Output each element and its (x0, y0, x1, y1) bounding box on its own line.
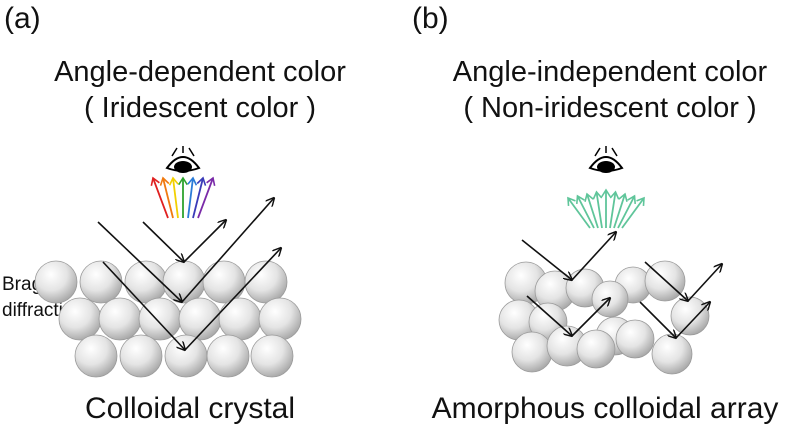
panel-a-subtitle: ( Iridescent color ) (83, 92, 317, 124)
sphere (250, 334, 294, 378)
color-arrow (613, 192, 628, 229)
color-arrow (609, 190, 620, 229)
sphere (98, 297, 142, 341)
non-iridescent-arrow-fan (567, 188, 645, 229)
sphere (244, 260, 288, 304)
colloidal-crystal-spheres (34, 260, 302, 378)
sphere (670, 296, 710, 336)
sphere (34, 260, 78, 304)
panel-b-subtitle: ( Non-iridescent color ) (463, 92, 757, 124)
panel-b-title: Angle-independent color (452, 56, 768, 88)
eye-icon (588, 146, 624, 173)
sphere (58, 297, 102, 341)
sphere (206, 334, 250, 378)
panel-b-caption: Amorphous colloidal array (431, 392, 779, 425)
panel-a-title: Angle-dependent color (54, 56, 346, 88)
sphere (651, 333, 693, 375)
sphere (576, 329, 616, 369)
bragg-arrows-a (97, 198, 281, 350)
color-arrow (621, 196, 645, 229)
sphere (164, 334, 208, 378)
eye-icon (165, 146, 201, 173)
scatter-arrows-b (521, 232, 722, 338)
color-arrow (567, 196, 591, 229)
sphere (615, 319, 655, 359)
color-arrow (575, 194, 595, 229)
color-arrow (617, 194, 637, 229)
panel-b-label: (b) (412, 2, 449, 35)
panel-a-label: (a) (4, 2, 41, 35)
sphere (119, 334, 163, 378)
color-arrow (192, 176, 207, 219)
panel-a-caption: Colloidal crystal (84, 392, 296, 425)
color-arrow (187, 176, 198, 219)
color-arrow (584, 192, 599, 229)
color-arrow (601, 188, 611, 228)
color-arrow (150, 176, 169, 219)
color-arrow (592, 190, 603, 229)
sphere (258, 297, 302, 341)
sphere (138, 297, 182, 341)
sphere (202, 260, 246, 304)
amorphous-array-spheres (498, 260, 710, 375)
sphere (79, 260, 123, 304)
sphere (74, 334, 118, 378)
iridescent-arrow-fan (150, 176, 216, 219)
color-arrow (168, 176, 179, 219)
sphere (511, 331, 553, 373)
color-arrow (159, 176, 174, 219)
sphere (218, 297, 262, 341)
color-arrow (178, 176, 188, 218)
color-arrow (197, 176, 216, 219)
